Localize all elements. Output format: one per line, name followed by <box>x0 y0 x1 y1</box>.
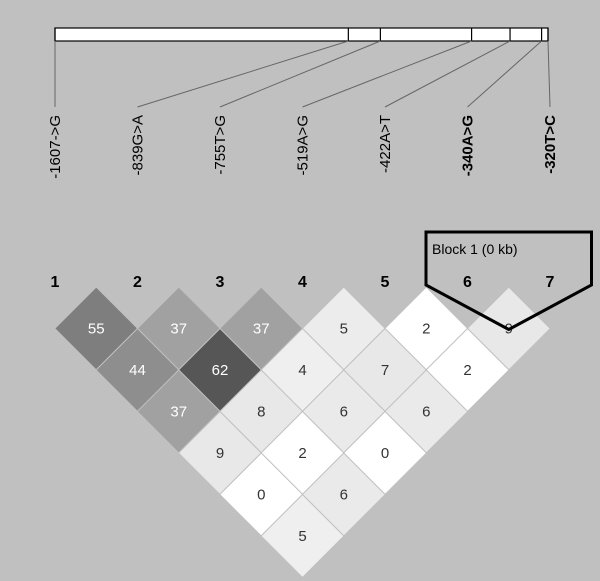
ld-value: 5 <box>340 321 348 338</box>
marker-label: -839G>A <box>130 115 147 175</box>
marker-label: -1607->G <box>47 115 64 179</box>
marker-index: 2 <box>133 274 142 291</box>
marker-connector <box>219 40 381 108</box>
marker-label: -422A>T <box>377 115 394 173</box>
marker-label: -320T>C <box>542 115 559 174</box>
marker-connector <box>302 40 472 108</box>
block-outline <box>424 230 593 332</box>
marker-index: 3 <box>216 274 225 291</box>
ld-value: 7 <box>381 362 389 379</box>
haplotype-block: Block 1 (0 kb) <box>424 230 593 332</box>
ld-value: 2 <box>298 445 306 462</box>
ld-value: 44 <box>129 362 146 379</box>
marker-index: 4 <box>298 274 307 291</box>
marker-index: 1 <box>51 274 60 291</box>
marker-indices: 1 2 3 4 5 6 7 <box>51 274 555 291</box>
marker-labels: -1607->G -839G>A -755T>G -519A>G -422A>T -340… <box>47 115 559 179</box>
ld-value: 9 <box>216 445 224 462</box>
marker-index: 7 <box>546 274 555 291</box>
ld-value: 0 <box>257 487 265 504</box>
ld-value: 6 <box>340 487 348 504</box>
marker-connector <box>547 40 551 108</box>
marker-connector <box>137 40 349 108</box>
marker-connectors <box>54 40 551 108</box>
marker-connector <box>384 40 511 108</box>
ruler-bar <box>54 27 549 42</box>
ld-value: 62 <box>212 362 229 379</box>
marker-label: -340A>G <box>460 115 477 176</box>
ld-value: 5 <box>298 528 306 545</box>
ld-value: 4 <box>298 362 306 379</box>
ld-value: 2 <box>422 321 430 338</box>
marker-label: -755T>G <box>212 115 229 175</box>
ld-value: 2 <box>463 362 471 379</box>
block-label: Block 1 (0 kb) <box>432 241 518 257</box>
ld-value: 37 <box>253 321 270 338</box>
ld-value: 55 <box>88 321 105 338</box>
ld-value: 6 <box>340 404 348 421</box>
ld-cell <box>260 493 345 579</box>
marker-index: 5 <box>381 274 390 291</box>
marker-position-ruler <box>54 27 549 42</box>
ld-value: 6 <box>422 404 430 421</box>
ld-value: 0 <box>381 445 389 462</box>
marker-index: 6 <box>463 274 472 291</box>
marker-connector <box>467 40 542 108</box>
marker-label: -519A>G <box>295 115 312 175</box>
ld-value: 8 <box>257 404 265 421</box>
ld-value: 37 <box>170 321 187 338</box>
ld-value: 37 <box>170 404 187 421</box>
